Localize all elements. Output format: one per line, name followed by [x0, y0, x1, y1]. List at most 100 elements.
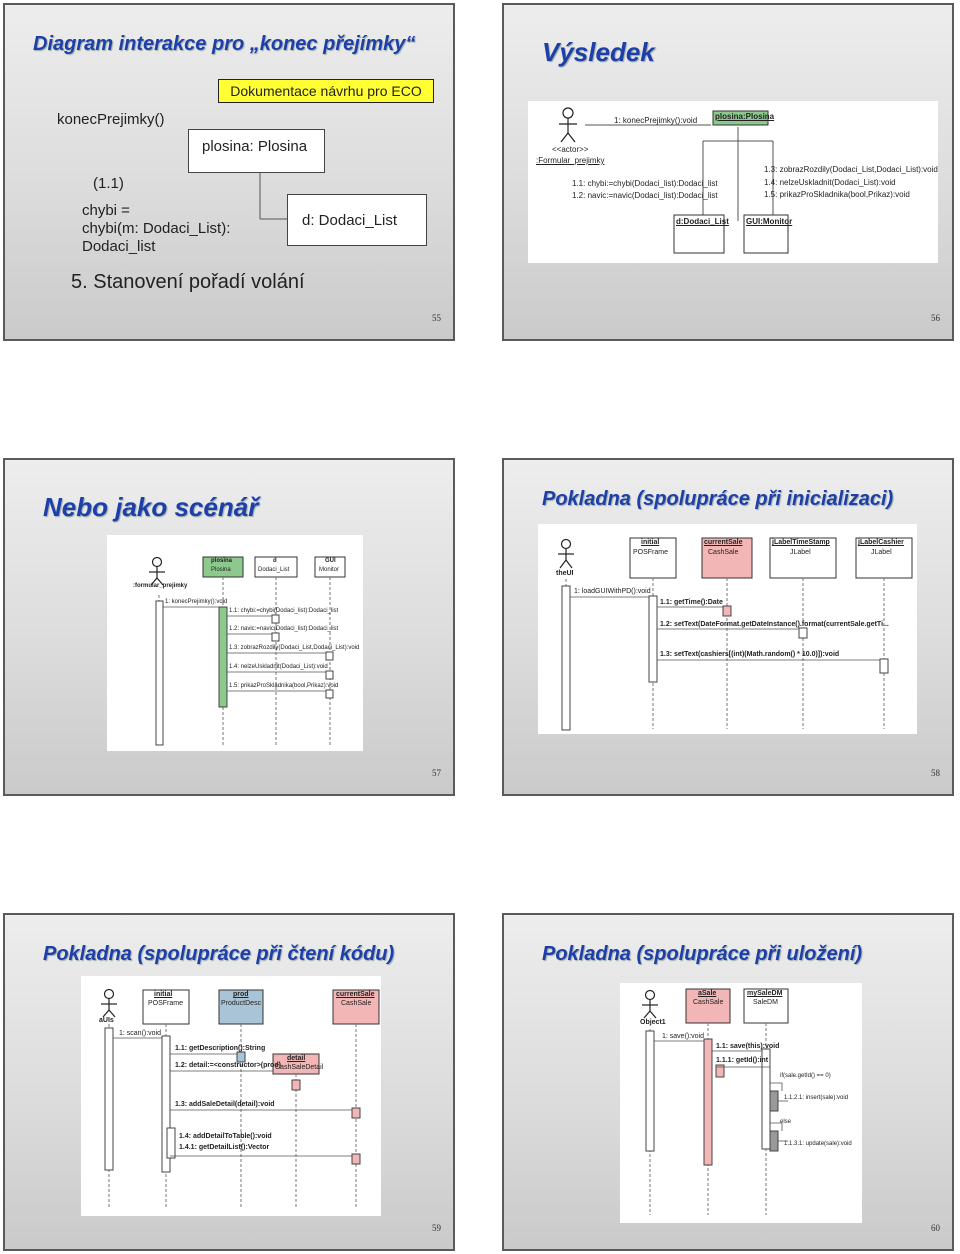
- call2-line3: Dodaci_list: [82, 238, 156, 255]
- page-number: 56: [931, 313, 940, 323]
- connector-lines: [259, 173, 287, 220]
- message-1-3: 1.3: zobrazRozdily(Dodaci_List,Dodaci_Li…: [229, 645, 360, 651]
- object-plosina-class: Plosina: [211, 567, 231, 573]
- object-gui-monitor: GUI:Monitor: [746, 217, 793, 226]
- object-timestamp-name: jLabelTimeStamp: [772, 539, 830, 546]
- sequence-diagram: plosina Plosina d Dodaci_List GUI Monito…: [107, 535, 363, 751]
- message-1-3: 1.3: zobrazRozdily(Dodaci_List,Dodaci_Li…: [764, 165, 938, 174]
- message-1-5: 1.5: prikazProSkladnika(bool,Prikaz):voi…: [229, 683, 339, 689]
- slide-58: Pokladna (spolupráce při inicializaci): [502, 458, 954, 796]
- object-gui-class: Monitor: [319, 567, 340, 573]
- object-prod-class: ProductDesc: [221, 1000, 262, 1007]
- actor-icon: [558, 538, 574, 569]
- actor-icon: [559, 107, 577, 143]
- object-plosina-name: plosina: [211, 558, 233, 564]
- page-number: 58: [931, 768, 940, 778]
- actor-icon: [642, 989, 658, 1019]
- message-1: 1: konecPrejimky():void: [165, 599, 228, 605]
- message-1-4: 1.4: addDetailToTable():void: [179, 1133, 272, 1140]
- message-1: 1: scan():void: [119, 1030, 162, 1037]
- message-1-4: 1.4: nelzeUskladnit(Dodaci_List):void: [229, 664, 328, 670]
- actor-icon: [149, 556, 165, 586]
- sequence-diagram: Object1 aSale CashSale mySaleDM SaleDM 1…: [620, 983, 862, 1223]
- page-number: 59: [432, 1223, 441, 1233]
- sequence-diagram: aUIs initial POSFrame prod ProductDesc c…: [81, 976, 381, 1216]
- message-1-1-1: 1.1.1: getId():int: [716, 1057, 769, 1064]
- object-dodaci-list: d:Dodaci_List: [676, 217, 729, 226]
- condition-else: else: [780, 1119, 792, 1125]
- message-1-2: 1.2: detail:=<constructor>(prod): [175, 1062, 281, 1069]
- object-gui-name: GUI: [325, 558, 336, 564]
- actor-name: Object1: [640, 1019, 666, 1026]
- actor-stereotype: <<actor>>: [552, 145, 589, 154]
- collaboration-diagram: <<actor>> :Formular_prejimky plosina:Plo…: [528, 101, 938, 263]
- object-current-sale-class: CashSale: [341, 1000, 372, 1007]
- message-1-2: 1.2: setText(DateFormat.getDateInstance(…: [660, 621, 889, 628]
- slide-title: Výsledek: [542, 37, 655, 67]
- object-cashier-class: JLabel: [871, 549, 892, 556]
- message-1: 1: save():void: [662, 1033, 705, 1040]
- design-note: Dokumentace návrhu pro ECO: [218, 79, 434, 103]
- actor-name: aUIs: [99, 1017, 114, 1024]
- message-1-4-1: 1.4.1: getDetailList():Vector: [179, 1144, 270, 1151]
- object-mysaledm-name: mySaleDM: [747, 990, 783, 997]
- sequence-diagram: theUI initial POSFrame currentSale CashS…: [538, 524, 917, 734]
- object-d: d: Dodaci_List: [287, 194, 427, 246]
- object-detail-name: detail: [287, 1055, 306, 1062]
- actor-name: theUI: [556, 570, 574, 577]
- call2-line2: chybi(m: Dodaci_List):: [82, 220, 231, 237]
- section-heading: 5. Stanovení pořadí volání: [71, 271, 305, 293]
- message-1-3: 1.3: addSaleDetail(detail):void: [175, 1101, 275, 1108]
- condition-if: if(sale.getId() == 0): [780, 1073, 831, 1079]
- slide-57: Nebo jako scénář: [3, 458, 455, 796]
- slide-title: Diagram interakce pro „konec přejímky“: [33, 33, 416, 55]
- object-plosina: plosina:Plosina: [715, 112, 775, 121]
- object-current-sale-class: CashSale: [708, 549, 739, 556]
- message-1-1: 1.1: save(this):void: [716, 1043, 780, 1050]
- object-asale-class: CashSale: [693, 999, 724, 1006]
- message-1-1: 1.1: chybi:=chybi(Dodaci_list):Dodaci_li…: [572, 179, 718, 188]
- page-number: 55: [432, 313, 441, 323]
- object-initial-name: initial: [641, 539, 660, 546]
- message-1-4: 1.4: nelzeUskladnit(Dodaci_List):void: [764, 178, 896, 187]
- page-number: 57: [432, 768, 441, 778]
- slide-title: Nebo jako scénář: [43, 492, 259, 522]
- call2-line1: chybi =: [82, 202, 130, 219]
- slide-56: Výsledek <<actor>> :Formular_prejimky pl…: [502, 3, 954, 341]
- object-mysaledm-class: SaleDM: [753, 999, 778, 1006]
- slide-title: Pokladna (spolupráce při čtení kódu): [43, 943, 395, 965]
- message-1-2: 1.2: navic:=navic(Dodaci_list):Dodaci_li…: [229, 626, 339, 632]
- object-initial-class: POSFrame: [148, 1000, 184, 1007]
- object-plosina-label: plosina: Plosina: [202, 138, 308, 155]
- message-1: 1: konecPrejimky():void: [614, 116, 698, 125]
- slide-title: Pokladna (spolupráce při uložení): [542, 943, 863, 965]
- actor-name: :formular_prejimky: [133, 583, 188, 589]
- object-initial-name: initial: [154, 991, 173, 998]
- actor-name: :Formular_prejimky: [536, 156, 605, 165]
- message-1-2: 1.2: navic:=navic(Dodaci_list):Dodaci_li…: [572, 191, 718, 200]
- object-timestamp-class: JLabel: [790, 549, 811, 556]
- object-current-sale-name: currentSale: [704, 539, 743, 546]
- message-1-1-3-1: 1.1.3.1: update(sale):void: [784, 1141, 852, 1147]
- object-cashier-name: jLabelCashier: [858, 539, 904, 546]
- slide-60: Pokladna (spolupráce při uložení): [502, 913, 954, 1251]
- message-1-1: 1.1: getDescription():String: [175, 1045, 266, 1052]
- object-detail-class: CashSaleDetail: [275, 1064, 324, 1071]
- message-1-3: 1.3: setText(cashiers[(int)(Math.random(…: [660, 651, 840, 658]
- message-1: 1: loadGUIWithPD():void: [574, 588, 651, 595]
- slide-59: Pokladna (spolupráce při čtení kódu): [3, 913, 455, 1251]
- object-initial-class: POSFrame: [633, 549, 669, 556]
- message-1-5: 1.5: prikazProSkladnika(bool,Prikaz):voi…: [764, 190, 910, 199]
- object-prod-name: prod: [233, 991, 249, 998]
- page-number: 60: [931, 1223, 940, 1233]
- object-current-sale-name: currentSale: [336, 991, 375, 998]
- step-label: (1.1): [93, 175, 124, 192]
- object-asale-name: aSale: [698, 990, 717, 997]
- object-plosina: plosina: Plosina: [188, 129, 325, 173]
- message-1-1: 1.1: getTime():Date: [660, 599, 723, 606]
- call-label: konecPrejimky(): [57, 111, 165, 128]
- slide-title: Pokladna (spolupráce při inicializaci): [542, 488, 894, 510]
- object-d-name: d: [273, 558, 277, 564]
- object-d-class: Dodaci_List: [258, 567, 290, 573]
- message-1-1-2-1: 1.1.2.1: insert(sale):void: [784, 1095, 849, 1101]
